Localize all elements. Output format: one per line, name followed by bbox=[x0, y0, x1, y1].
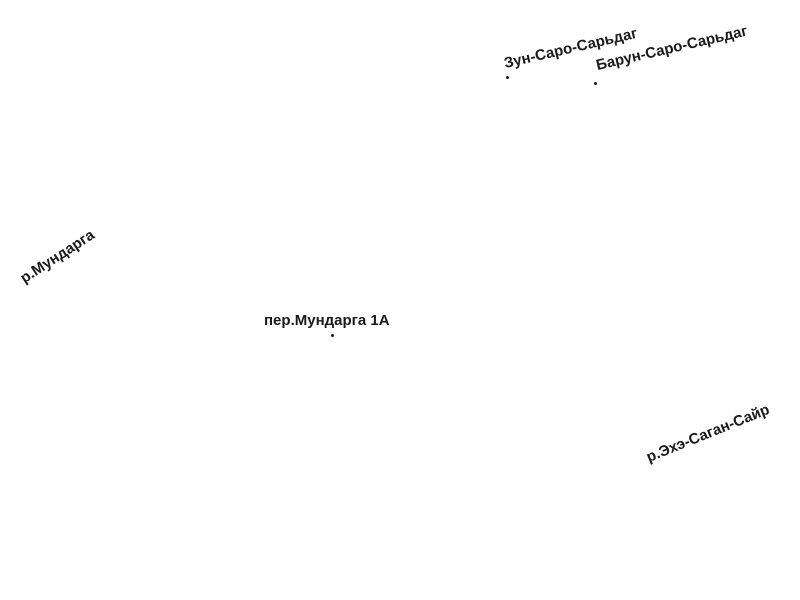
address-label-lane-mundarga: пер.Мундарга 1А bbox=[264, 312, 390, 329]
settlement-marker-zun-saro-sardag bbox=[506, 76, 509, 79]
settlement-marker-barun-saro-sardag bbox=[594, 82, 597, 85]
address-marker-lane-mundarga bbox=[331, 334, 334, 337]
river-label-mundarga: р.Мундарга bbox=[17, 226, 98, 287]
river-label-ekhe-sagan-sair: р.Эхэ-Саган-Сайр bbox=[644, 401, 772, 466]
